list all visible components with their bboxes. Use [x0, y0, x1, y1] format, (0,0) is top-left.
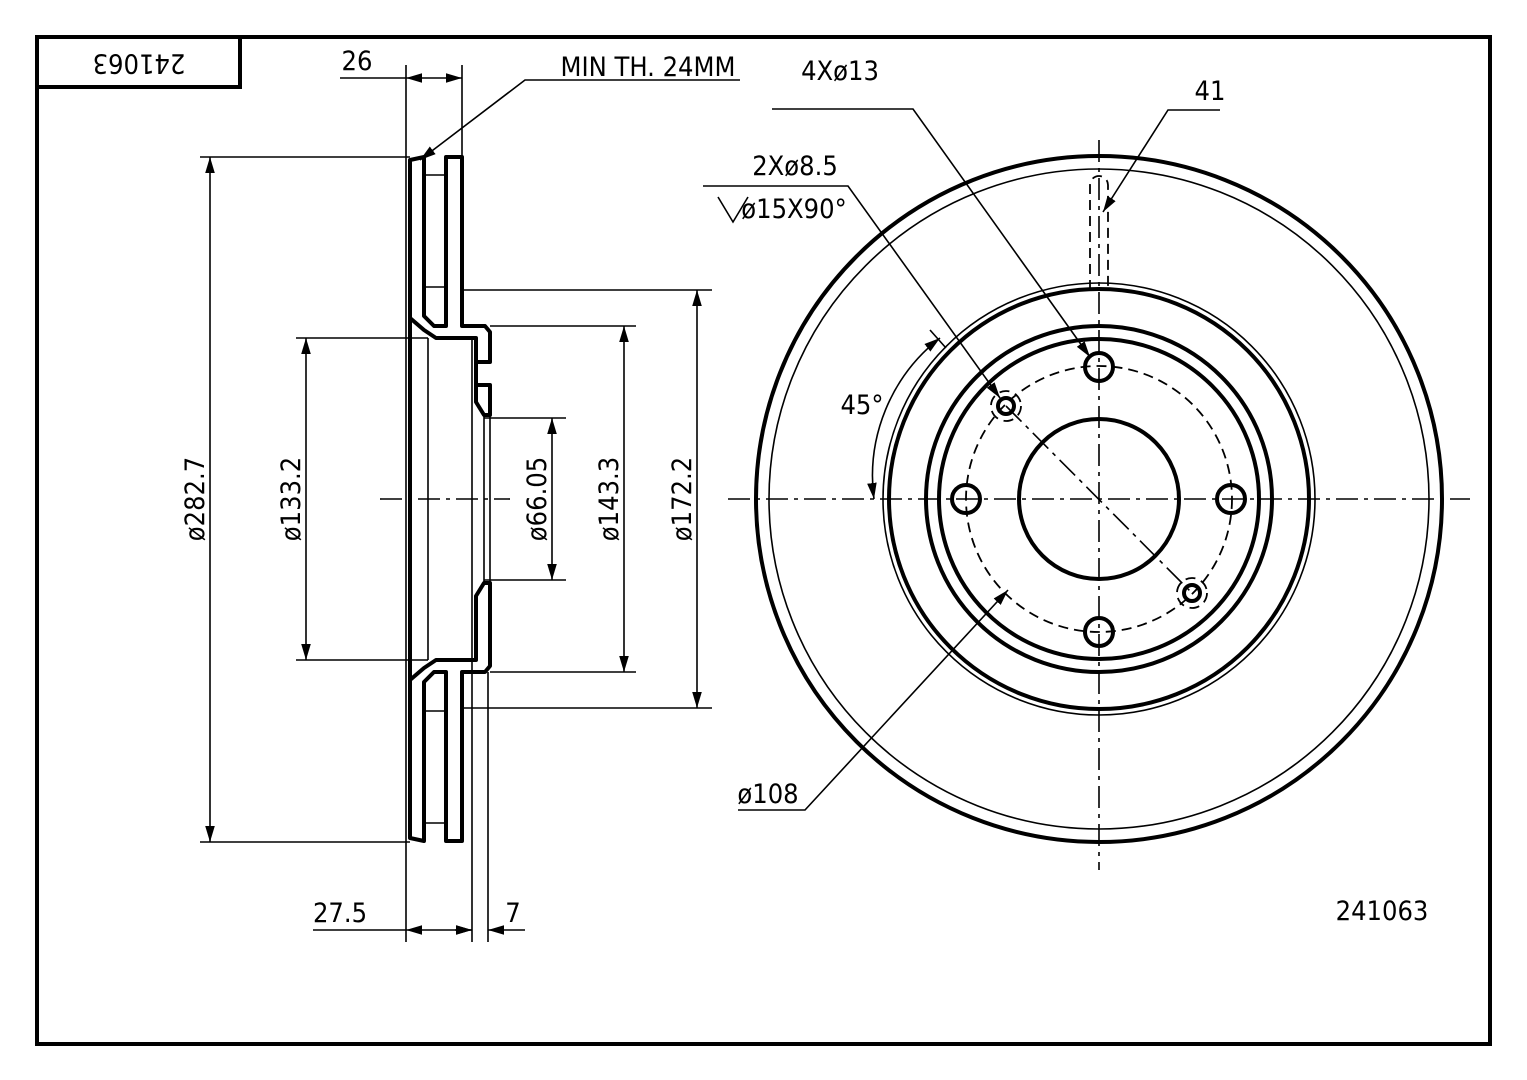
side-dimensions: 26 MIN TH. 24MM ø282.7 ø133.2 ø66.05 ø14… [180, 46, 740, 935]
section-top [408, 155, 492, 417]
side-section-view [200, 65, 712, 942]
dim-height: 27.5 [313, 898, 367, 929]
label-countersink: ø15X90° [741, 194, 846, 225]
label-aux-holes: 2Xø8.5 [752, 151, 838, 182]
section-bottom [408, 581, 492, 843]
countersink-symbol [717, 196, 749, 224]
dim-outer-diameter: ø282.7 [180, 457, 211, 541]
part-number: 241063 [1336, 896, 1429, 927]
label-bolt-circle: ø108 [737, 779, 798, 810]
front-annotations: 4Xø13 41 2Xø8.5 ø15X90° 45° ø108 241063 [703, 56, 1428, 927]
label-slot-width: 41 [1195, 76, 1226, 107]
dim-diameter-143: ø143.3 [594, 457, 625, 541]
dim-thickness: 26 [342, 46, 373, 77]
bolt-holes [950, 351, 1247, 648]
label-angle: 45° [840, 390, 883, 421]
front-view [728, 140, 1470, 870]
title-box-number: 241063 [93, 48, 186, 79]
dim-diameter-172: ø172.2 [667, 457, 698, 541]
dim-min-thickness: MIN TH. 24MM [561, 52, 736, 83]
label-bolt-holes: 4Xø13 [801, 56, 879, 87]
dim-center-bore: ø66.05 [522, 457, 553, 541]
dim-diameter-133: ø133.2 [276, 457, 307, 541]
dim-hub-thickness: 7 [505, 898, 520, 929]
aux-holes [990, 390, 1208, 609]
drawing-frame [35, 35, 1492, 1046]
title-box: 241063 [35, 35, 242, 89]
